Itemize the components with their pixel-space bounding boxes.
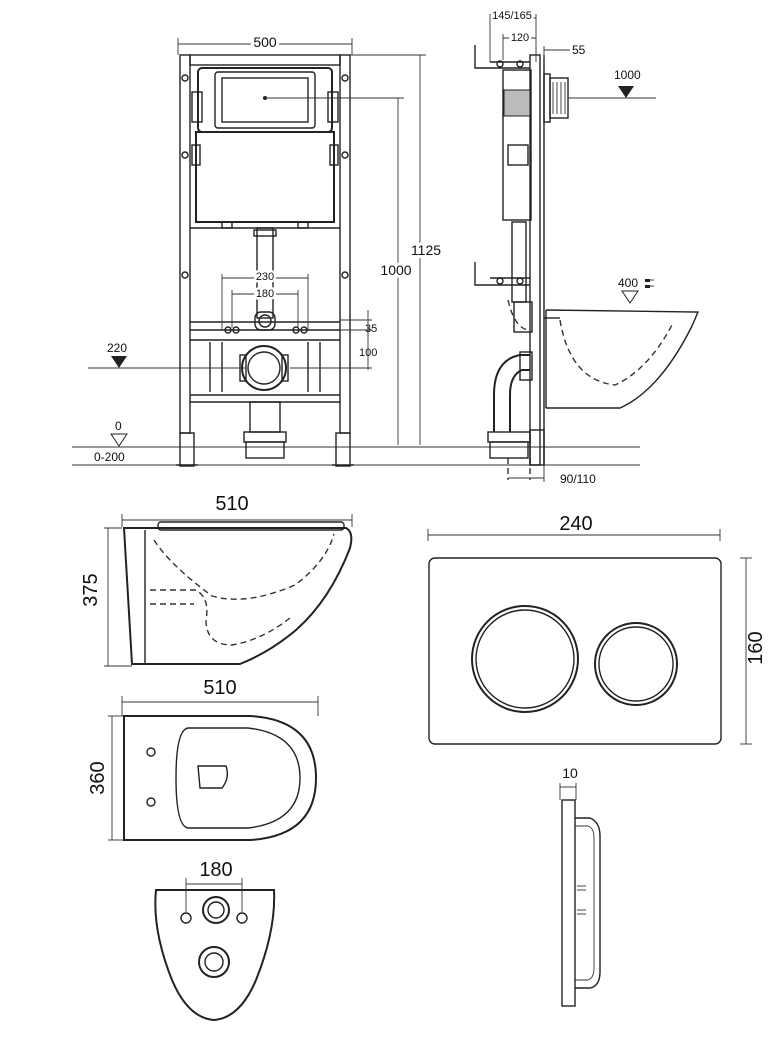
plate-thickness-label: 10	[562, 765, 578, 781]
plate-width-label: 240	[559, 513, 592, 535]
offset-35-label: 35	[365, 323, 377, 335]
depth-55-label: 55	[572, 43, 586, 57]
front-height-1125-label: 1125	[411, 242, 441, 258]
spacing-180-label: 180	[256, 288, 274, 300]
bowl-side-view: 510 375	[80, 493, 353, 667]
bowl-height-side-label: 375	[80, 573, 102, 606]
spacing-230-label: 230	[256, 271, 274, 283]
depth-120-label: 120	[511, 32, 529, 44]
bottom-90-110-label: 90/110	[560, 472, 596, 486]
floor-range-label: 0-200	[94, 450, 125, 464]
bowl-length-side-label: 510	[215, 493, 248, 515]
offset-100-label: 100	[359, 347, 377, 359]
front-width-label: 500	[253, 34, 277, 50]
front-height-1000-label: 1000	[380, 262, 411, 278]
side-view-frame: 145/165 120 55 1000 400 90/110	[474, 8, 700, 486]
bowl-length-top-label: 510	[203, 677, 236, 699]
front-view-frame: 500 1125 1000 230 180 35 100 220 0 0-2	[72, 31, 640, 467]
level-1000-side-label: 1000	[614, 68, 641, 82]
flush-plate-side: 10	[559, 765, 601, 1007]
level-400-label: 400	[618, 276, 638, 290]
level-220-label: 220	[107, 341, 127, 355]
floor-0-label: 0	[115, 419, 122, 433]
plate-height-label: 160	[745, 631, 767, 664]
bowl-width-top-label: 360	[87, 761, 109, 794]
bowl-rear-view: 180	[154, 859, 276, 1022]
bowl-rear-spacing-label: 180	[199, 859, 232, 881]
depth-145-165-label: 145/165	[492, 10, 532, 22]
flush-plate-front: 240 160	[427, 513, 767, 745]
bowl-top-view: 510 360	[87, 677, 319, 841]
